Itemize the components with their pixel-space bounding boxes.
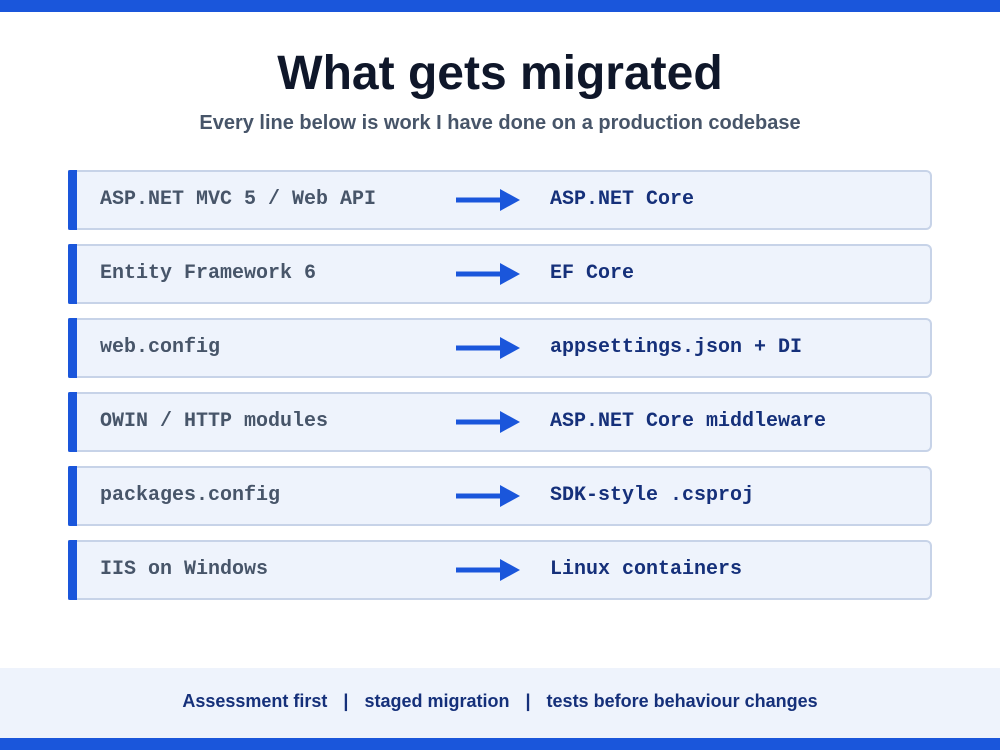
row-accent-bar bbox=[68, 318, 77, 378]
migration-target: ASP.NET Core middleware bbox=[550, 410, 827, 433]
migration-row: web.config appsettings.json + DI bbox=[68, 318, 932, 378]
migration-row: OWIN / HTTP modules ASP.NET Core middlew… bbox=[68, 392, 932, 452]
row-accent-bar bbox=[68, 244, 77, 304]
footer-separator: | bbox=[525, 691, 531, 711]
footer-tagline: Assessment first | staged migration | tests … bbox=[0, 668, 1000, 734]
footer-item: tests before behaviour changes bbox=[546, 691, 818, 711]
row-accent-bar bbox=[68, 392, 77, 452]
migration-source: OWIN / HTTP modules bbox=[100, 410, 329, 433]
migration-target: appsettings.json + DI bbox=[550, 336, 803, 359]
migration-source: web.config bbox=[100, 336, 221, 359]
migration-source: Entity Framework 6 bbox=[100, 262, 317, 285]
migration-source: IIS on Windows bbox=[100, 558, 269, 581]
migration-row: IIS on Windows Linux containers bbox=[68, 540, 932, 600]
arrow-right-icon bbox=[456, 485, 520, 507]
arrow-right-icon bbox=[456, 337, 520, 359]
arrow-right-icon bbox=[456, 189, 520, 211]
migration-row: Entity Framework 6 EF Core bbox=[68, 244, 932, 304]
migration-list: ASP.NET MVC 5 / Web API ASP.NET Core Ent… bbox=[68, 170, 932, 614]
bottom-accent-bar bbox=[0, 738, 1000, 750]
row-accent-bar bbox=[68, 170, 77, 230]
page-title: What gets migrated bbox=[277, 47, 723, 100]
row-accent-bar bbox=[68, 540, 77, 600]
footer-band: Assessment first | staged migration | tests … bbox=[0, 668, 1000, 738]
migration-target: EF Core bbox=[550, 262, 635, 285]
migration-target: Linux containers bbox=[550, 558, 743, 581]
migration-row: packages.config SDK-style .csproj bbox=[68, 466, 932, 526]
migration-target: ASP.NET Core bbox=[550, 188, 695, 211]
migration-row: ASP.NET MVC 5 / Web API ASP.NET Core bbox=[68, 170, 932, 230]
footer-separator: | bbox=[343, 691, 349, 711]
top-accent-bar bbox=[0, 0, 1000, 12]
footer-item: staged migration bbox=[364, 691, 510, 711]
page-subtitle: Every line below is work I have done on … bbox=[199, 112, 801, 134]
arrow-right-icon bbox=[456, 559, 520, 581]
row-accent-bar bbox=[68, 466, 77, 526]
migration-source: ASP.NET MVC 5 / Web API bbox=[100, 188, 377, 211]
arrow-right-icon bbox=[456, 411, 520, 433]
arrow-right-icon bbox=[456, 263, 520, 285]
migration-target: SDK-style .csproj bbox=[550, 484, 755, 507]
migration-source: packages.config bbox=[100, 484, 281, 507]
footer-item: Assessment first bbox=[182, 691, 328, 711]
